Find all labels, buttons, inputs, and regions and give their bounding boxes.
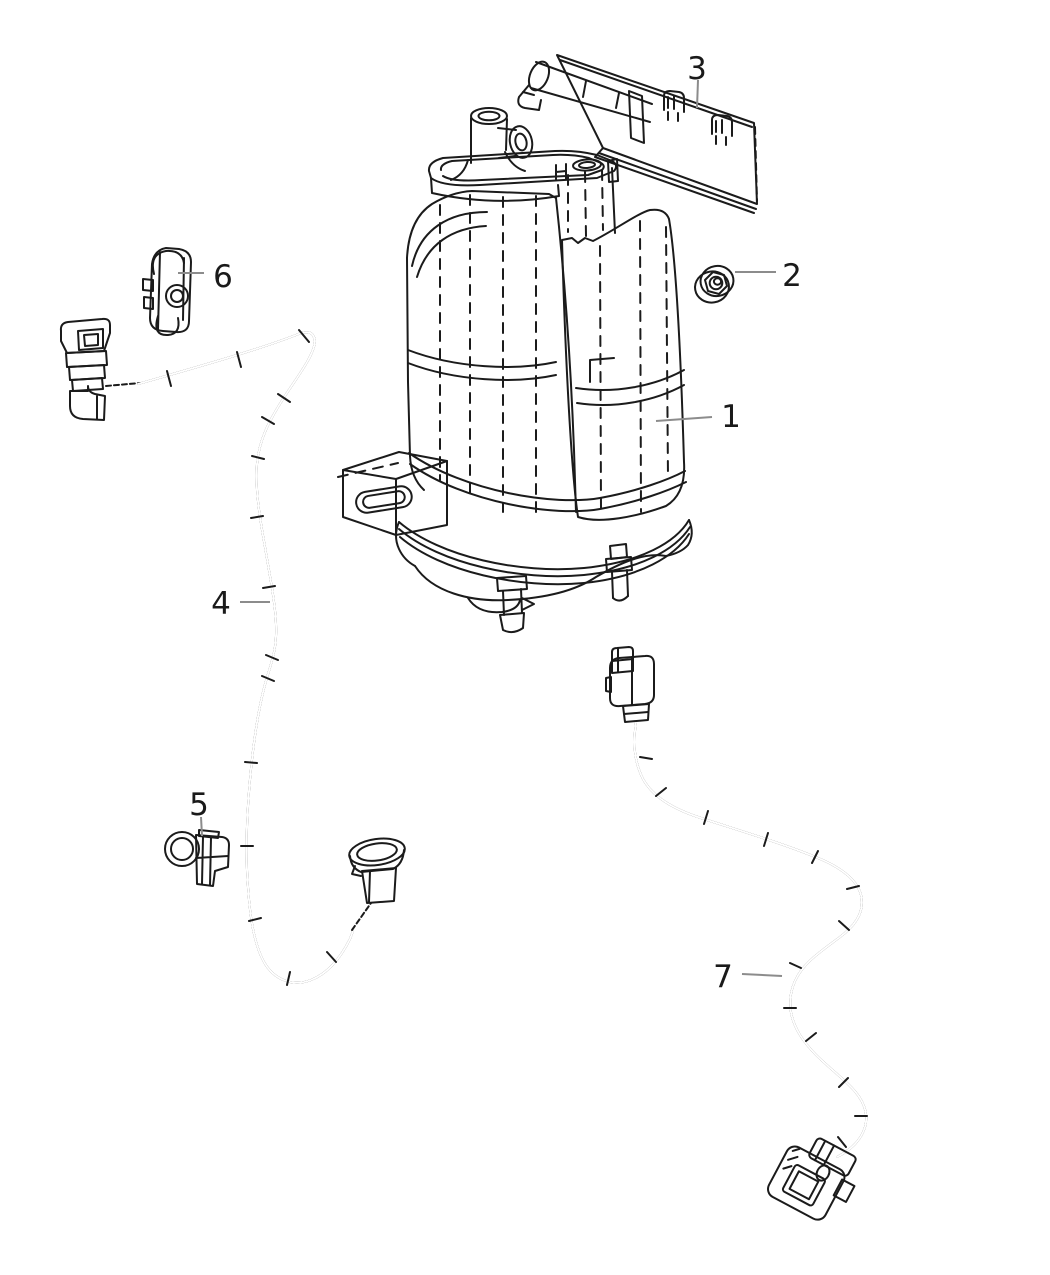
hose-front-bellows (105, 382, 141, 387)
diagram-artwork (59, 54, 868, 1221)
hose-rear-top-connector (605, 646, 655, 723)
canister-port (605, 543, 633, 602)
canister-body (337, 167, 687, 521)
canister-mounting-bracket (342, 451, 448, 536)
callout-label-7: 7 (713, 959, 733, 995)
callout-label-1: 1 (721, 399, 741, 435)
callout-leader-3 (696, 79, 699, 109)
callout-label-6: 6 (213, 259, 233, 295)
hose-rear-illustration (605, 646, 868, 1221)
shield-clip (663, 90, 685, 122)
canister-illustration (337, 107, 693, 634)
hose-front-illustration (59, 317, 406, 986)
callout-labels: 1 2 3 4 5 6 7 (189, 51, 802, 995)
callout-leader-1 (655, 416, 713, 422)
callout-label-2: 2 (782, 258, 802, 294)
shield-panel-face (556, 54, 758, 214)
shield-clip (711, 114, 733, 146)
canister-tray (395, 519, 693, 614)
callout-label-3: 3 (687, 51, 707, 87)
callout-leader-7 (741, 973, 783, 977)
nut-illustration (694, 264, 735, 304)
canister-top-fitting (450, 107, 534, 181)
hose-front-tube (137, 329, 354, 986)
retainer-clip-illustration (142, 247, 192, 337)
hose-rear-tube (633, 721, 868, 1158)
canister-port (496, 575, 535, 634)
canister-sub-tank (561, 208, 686, 521)
hose-front-quick-connector (59, 317, 111, 421)
callout-label-4: 4 (211, 586, 231, 622)
callout-leader-5 (200, 816, 203, 837)
callout-label-5: 5 (189, 787, 209, 823)
callout-leaders (178, 79, 783, 977)
push-pin-clip-illustration (164, 829, 230, 887)
hose-front-bellows (351, 902, 372, 931)
canister-top-plate (427, 149, 619, 202)
hose-front-end-connector (348, 837, 406, 904)
hose-rear-end-connector (767, 1137, 857, 1221)
shield-illustration (517, 54, 758, 214)
